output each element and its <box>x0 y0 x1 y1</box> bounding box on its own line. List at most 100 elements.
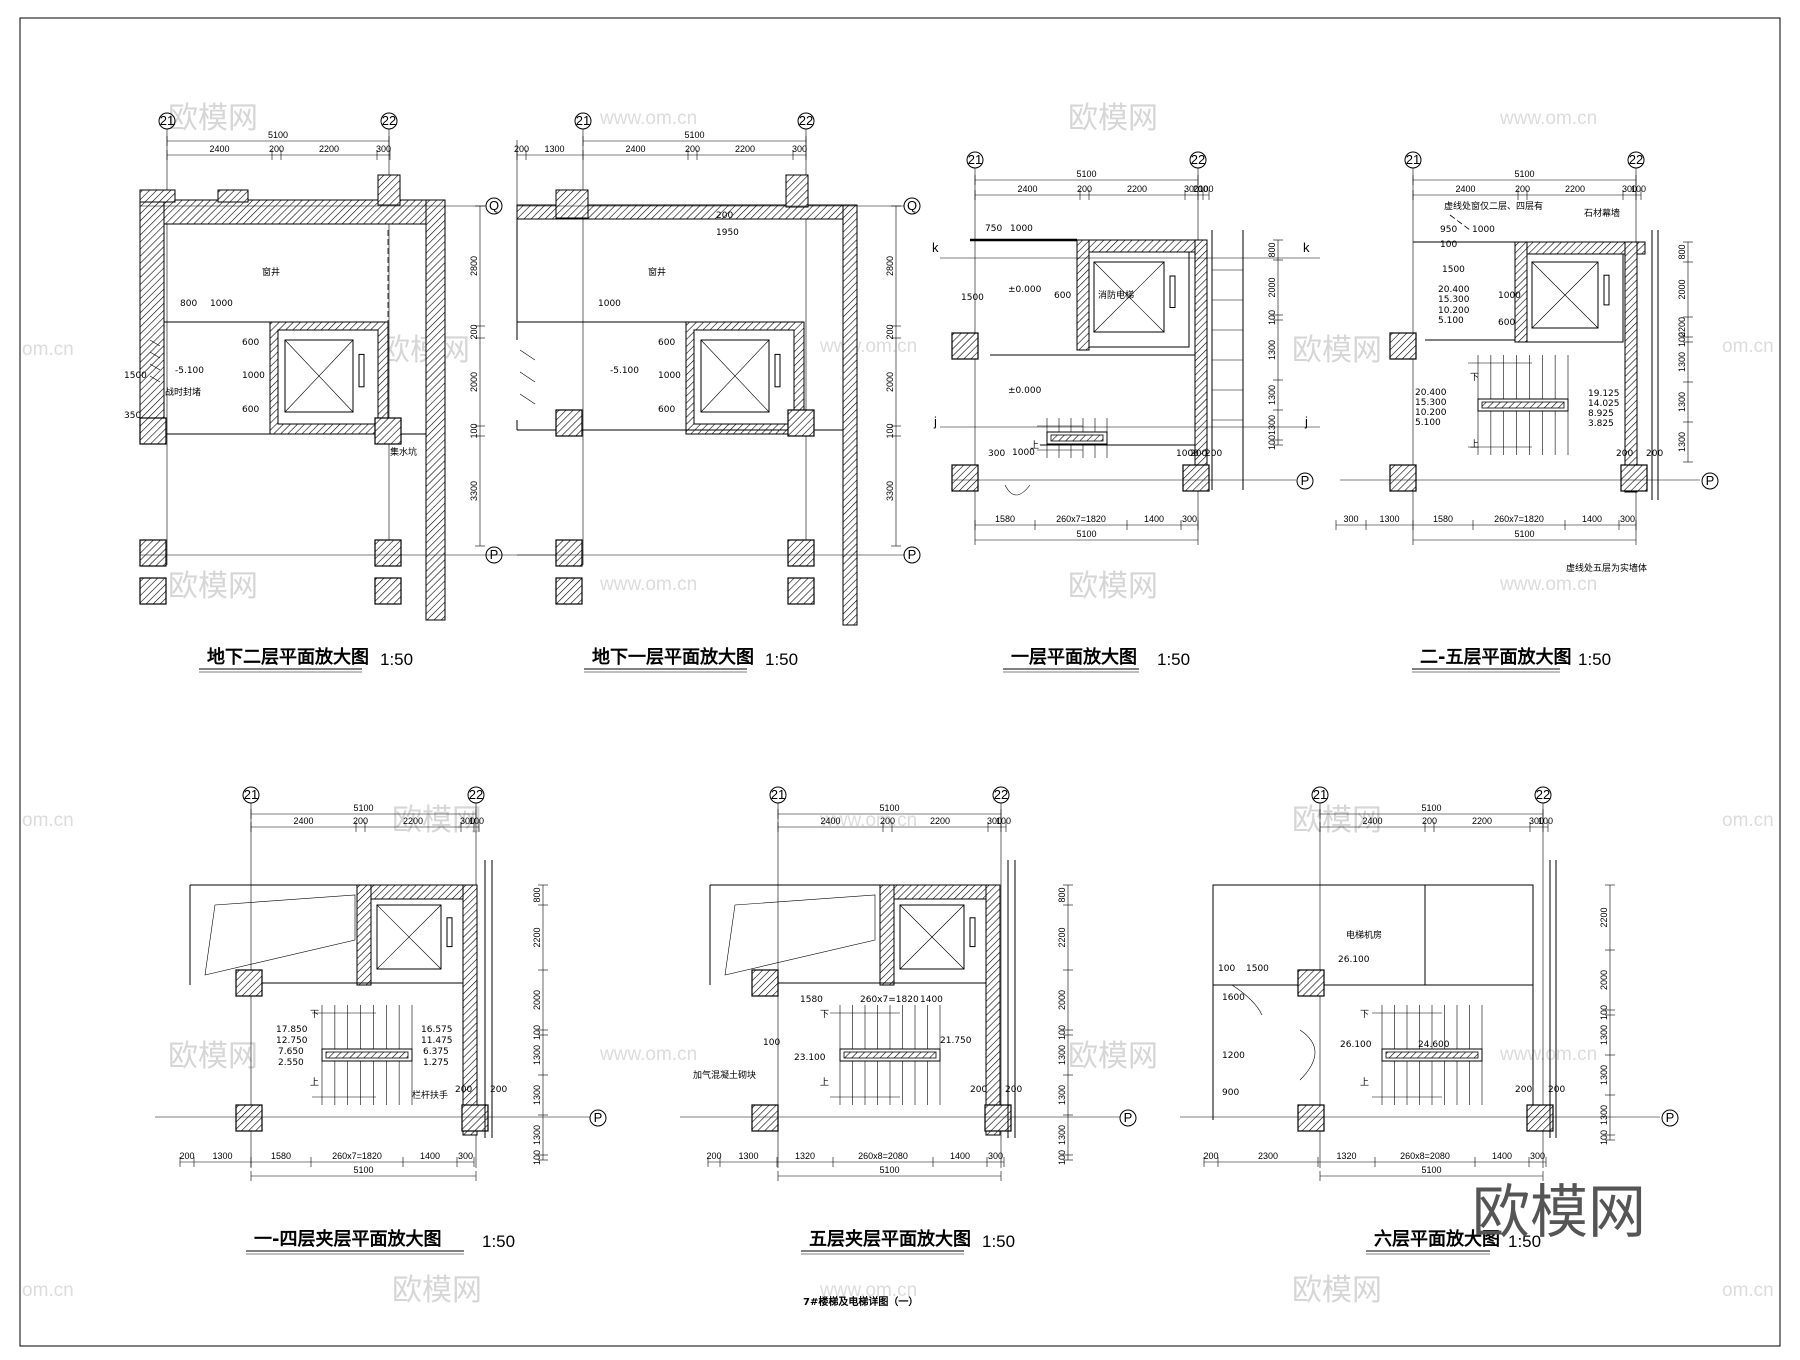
plan-annotation: 窗井 <box>648 266 666 278</box>
dimension-label: 100 <box>996 816 1011 826</box>
stair-flight <box>1037 418 1108 458</box>
plan-annotation: 下 <box>1360 1010 1369 1020</box>
blocking-mark <box>149 339 161 347</box>
axis-label: 22 <box>1629 152 1643 167</box>
counterweight <box>1169 275 1176 308</box>
plan-annotation: 900 <box>1222 1088 1239 1098</box>
dimension-label: 1300 <box>1057 1045 1067 1065</box>
dimension-label: 200 <box>1193 184 1208 194</box>
watermark-url: www.om.cn <box>1499 1044 1597 1065</box>
dimension-label: 1580 <box>1433 514 1453 524</box>
plan-title: 地下二层平面放大图 <box>207 646 369 668</box>
counterweight <box>358 353 365 388</box>
column <box>139 577 167 605</box>
plan-annotation: 12.750 <box>276 1036 308 1046</box>
dimension-label: 200 <box>179 1151 194 1161</box>
plan-annotation: 200 <box>1190 449 1207 459</box>
dimension-label: 2000 <box>1267 277 1277 297</box>
dimension-label: 100 <box>1599 1005 1609 1020</box>
column <box>951 332 979 360</box>
column <box>374 417 402 445</box>
dimension-label: 800 <box>1267 242 1277 257</box>
axis-label: j <box>1304 414 1308 429</box>
column <box>787 577 815 605</box>
dimension-label: 300 <box>1182 514 1197 524</box>
plan-annotation: 100 <box>1218 964 1235 974</box>
hatched-wall <box>879 884 1001 900</box>
shaft-outline <box>204 894 356 976</box>
plan-annotation: 1400 <box>920 995 943 1005</box>
plan-annotation: 1200 <box>1222 1051 1245 1061</box>
stair-handrail <box>1481 401 1565 409</box>
axis-label: 22 <box>382 113 396 128</box>
dimension-label: 2400 <box>293 816 313 826</box>
dimension-label: 800 <box>532 887 542 902</box>
dimension-label: 2000 <box>1677 279 1687 299</box>
dimension-label: 1400 <box>1492 1151 1512 1161</box>
hatched-wall <box>985 884 1001 1136</box>
dimension-label: 260x8=2080 <box>858 1151 908 1161</box>
elevator-cross <box>899 904 965 970</box>
dimension-label: 200 <box>706 1151 721 1161</box>
dimension-label: 260x7=1820 <box>1494 514 1544 524</box>
dimension-label: 2200 <box>1472 816 1492 826</box>
hatched-wall <box>1076 239 1090 351</box>
axis-bubble: 22 <box>467 786 485 804</box>
plan-annotation: 虚线处五层为实墙体 <box>1566 562 1647 574</box>
dimension-label: 1300 <box>544 144 564 154</box>
door-swing <box>519 393 536 405</box>
door-swing <box>1231 984 1263 1016</box>
dimension-label: 2300 <box>1258 1151 1278 1161</box>
plan-annotation: 上 <box>1030 440 1039 451</box>
axis-label: 21 <box>968 152 982 167</box>
elevator-core <box>693 329 795 425</box>
column <box>139 539 167 567</box>
plan-annotation: 200 <box>455 1085 472 1095</box>
dimension-label: 2200 <box>1127 184 1147 194</box>
plan-annotation: 200 <box>1205 449 1222 459</box>
dimension-label: 300 <box>1184 184 1199 194</box>
dimension-label: 2000 <box>532 990 542 1010</box>
elevator-car <box>284 339 354 413</box>
watermark-edge: om.cn <box>1722 810 1774 831</box>
dimension-label: 1300 <box>1057 1085 1067 1105</box>
plan-annotation: 窗井 <box>262 266 280 278</box>
plan-annotation: 消防电梯 <box>1098 289 1134 301</box>
dimension-label: 300 <box>1622 184 1637 194</box>
dimension-label: 2400 <box>625 144 645 154</box>
watermark-url: www.om.cn <box>819 336 917 357</box>
plan-annotation: -5.100 <box>610 366 639 376</box>
column <box>1297 969 1325 997</box>
plan-annotation: 下 <box>1470 373 1479 383</box>
plan-annotation: 600 <box>1054 291 1071 301</box>
axis-label: P <box>908 547 917 562</box>
dimension-label: 1300 <box>1599 1065 1609 1085</box>
plan-annotation: 下 <box>310 1010 319 1020</box>
watermark-edge: om.cn <box>22 339 74 360</box>
dimension-label: 2200 <box>532 927 542 947</box>
watermark-cn: 欧模网 <box>1292 1273 1382 1308</box>
plan-annotation: 100 <box>763 1038 780 1048</box>
plan-annotation: 战时封堵 <box>165 386 201 398</box>
dimension-label: 1300 <box>1677 432 1687 452</box>
column <box>235 969 263 997</box>
plan-annotation: 600 <box>658 405 675 415</box>
watermark-url: www.om.cn <box>1499 574 1597 595</box>
dimension-label: 100 <box>1057 1150 1067 1165</box>
axis-circle <box>1119 1109 1137 1127</box>
dimension-label: 300 <box>1620 514 1635 524</box>
plan-annotation: 1000 <box>598 299 621 309</box>
axis-label: P <box>1301 473 1310 488</box>
stair-handrail <box>843 1051 937 1059</box>
axis-bubble: P <box>1661 1109 1679 1127</box>
hatched-wall <box>879 884 895 986</box>
dimension-label: 1300 <box>1599 1105 1609 1125</box>
dimension-label: 1300 <box>738 1151 758 1161</box>
dimension-label: 2800 <box>885 256 895 276</box>
watermark-cn: 欧模网 <box>380 333 470 368</box>
stair-flight <box>1468 355 1569 455</box>
plan-annotation: 26.100 <box>1340 1040 1372 1050</box>
counterweight <box>446 917 453 948</box>
